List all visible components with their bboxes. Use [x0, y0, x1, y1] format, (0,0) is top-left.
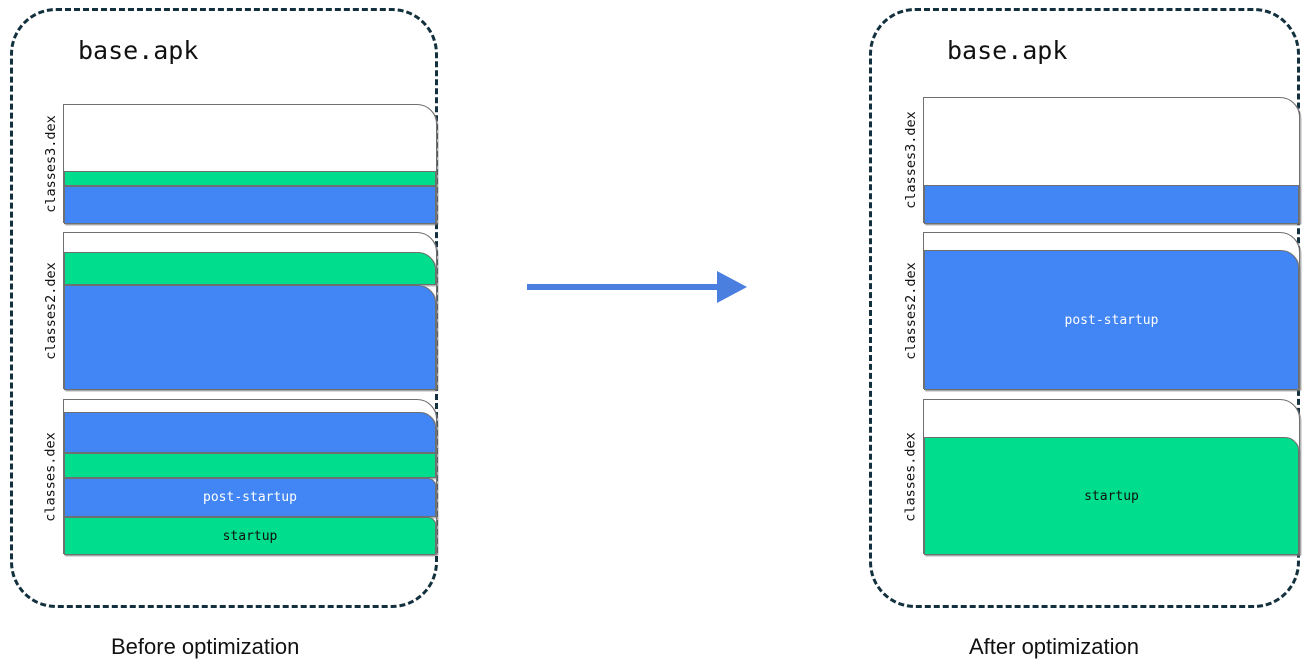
dex-label-classes-after: classes.dex [903, 431, 919, 522]
dex-box-classes-after: startup [923, 399, 1300, 555]
arrow-shaft [527, 284, 719, 290]
segment-startup [64, 453, 436, 478]
dex-block-classes2-before: classes2.dex [39, 232, 437, 390]
dex-block-classes-after: classes.dex startup [899, 399, 1300, 555]
dex-box-classes-before: post-startup startup [63, 399, 437, 555]
dex-label-classes2-before: classes2.dex [43, 261, 60, 360]
arrow-head [717, 271, 747, 303]
dex-block-classes-before: classes.dex post-startup startup [39, 399, 437, 555]
segment-post-startup [924, 185, 1299, 224]
dex-label-classes3-before: classes3.dex [43, 114, 60, 213]
dex-block-classes2-after: classes2.dex post-startup [899, 232, 1300, 390]
segment-startup [64, 171, 436, 186]
dex-label-classes3-after: classes3.dex [903, 111, 920, 209]
segment-post-startup [64, 186, 436, 224]
segment-post-startup-labeled: post-startup [64, 478, 436, 517]
dex-box-classes3-after [923, 97, 1300, 224]
segment-post-startup-labeled: post-startup [924, 250, 1299, 390]
segment-startup-labeled: startup [924, 437, 1299, 555]
caption-before-optimization: Before optimization [111, 634, 300, 659]
dex-box-classes3-before [63, 104, 437, 224]
segment-post-startup [64, 285, 436, 390]
dex-label-classes2-after: classes2.dex [903, 261, 920, 360]
apk-title-after: base.apk [947, 36, 1068, 65]
transform-arrow-icon [527, 271, 747, 303]
segment-startup-labeled: startup [64, 517, 436, 555]
dex-block-classes3-before: classes3.dex [39, 104, 437, 224]
dex-label-classes-before: classes.dex [43, 431, 59, 522]
segment-post-startup [64, 412, 436, 453]
segment-startup [64, 252, 436, 285]
caption-after-optimization: After optimization [969, 634, 1139, 659]
dex-block-classes3-after: classes3.dex [899, 97, 1300, 224]
dex-box-classes2-before [63, 232, 437, 390]
dex-box-classes2-after: post-startup [923, 232, 1300, 390]
apk-title-before: base.apk [78, 36, 199, 65]
